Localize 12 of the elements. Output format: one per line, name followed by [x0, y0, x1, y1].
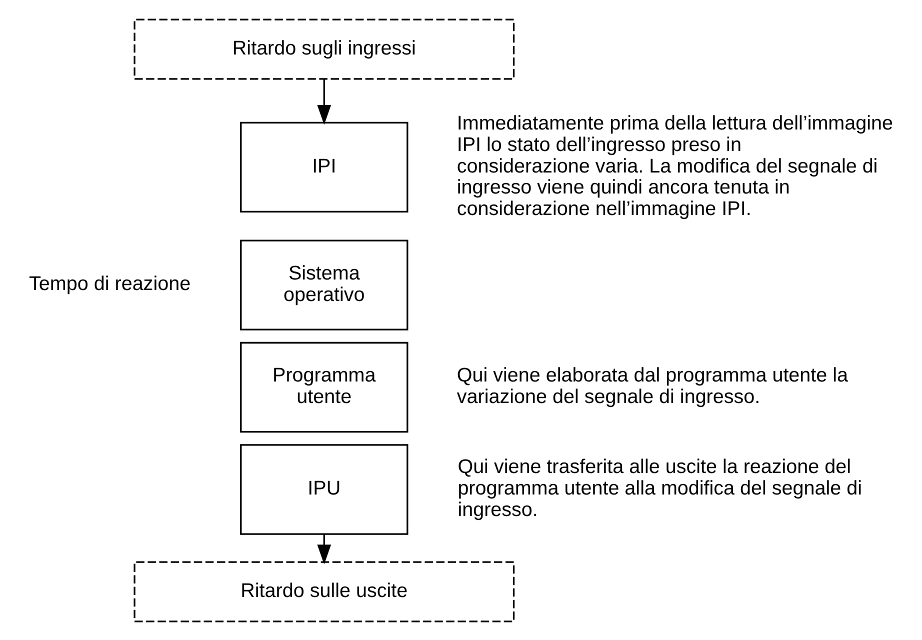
node-box: Ritardo sulle uscite [134, 560, 515, 622]
node-box: Programma utente [240, 341, 408, 432]
node-label: Qui viene elaborata dal programma utente la variazione del segnale di ingresso. [456, 364, 848, 408]
node-box: Sistema operativo [240, 239, 408, 330]
arrow [317, 78, 332, 124]
node-box: IPU [240, 444, 408, 534]
node-box: Ritardo sugli ingressi [134, 18, 515, 80]
node-box: IPI [240, 121, 408, 212]
node-label: Qui viene trasferita alle uscite la reazione del programma utente alla modifica del segnale di ingresso. [458, 456, 862, 521]
node-label: Immediatamente prima della lettura dell’immagine IPI lo stato dell’ingresso preso in considerazione varia. La modifica del segnale di ingresso viene quindi ancora tenuta in considerazione nell’immagine IPI. [456, 112, 894, 220]
label: Tempo di reazione [29, 272, 191, 295]
arrow [317, 534, 332, 564]
